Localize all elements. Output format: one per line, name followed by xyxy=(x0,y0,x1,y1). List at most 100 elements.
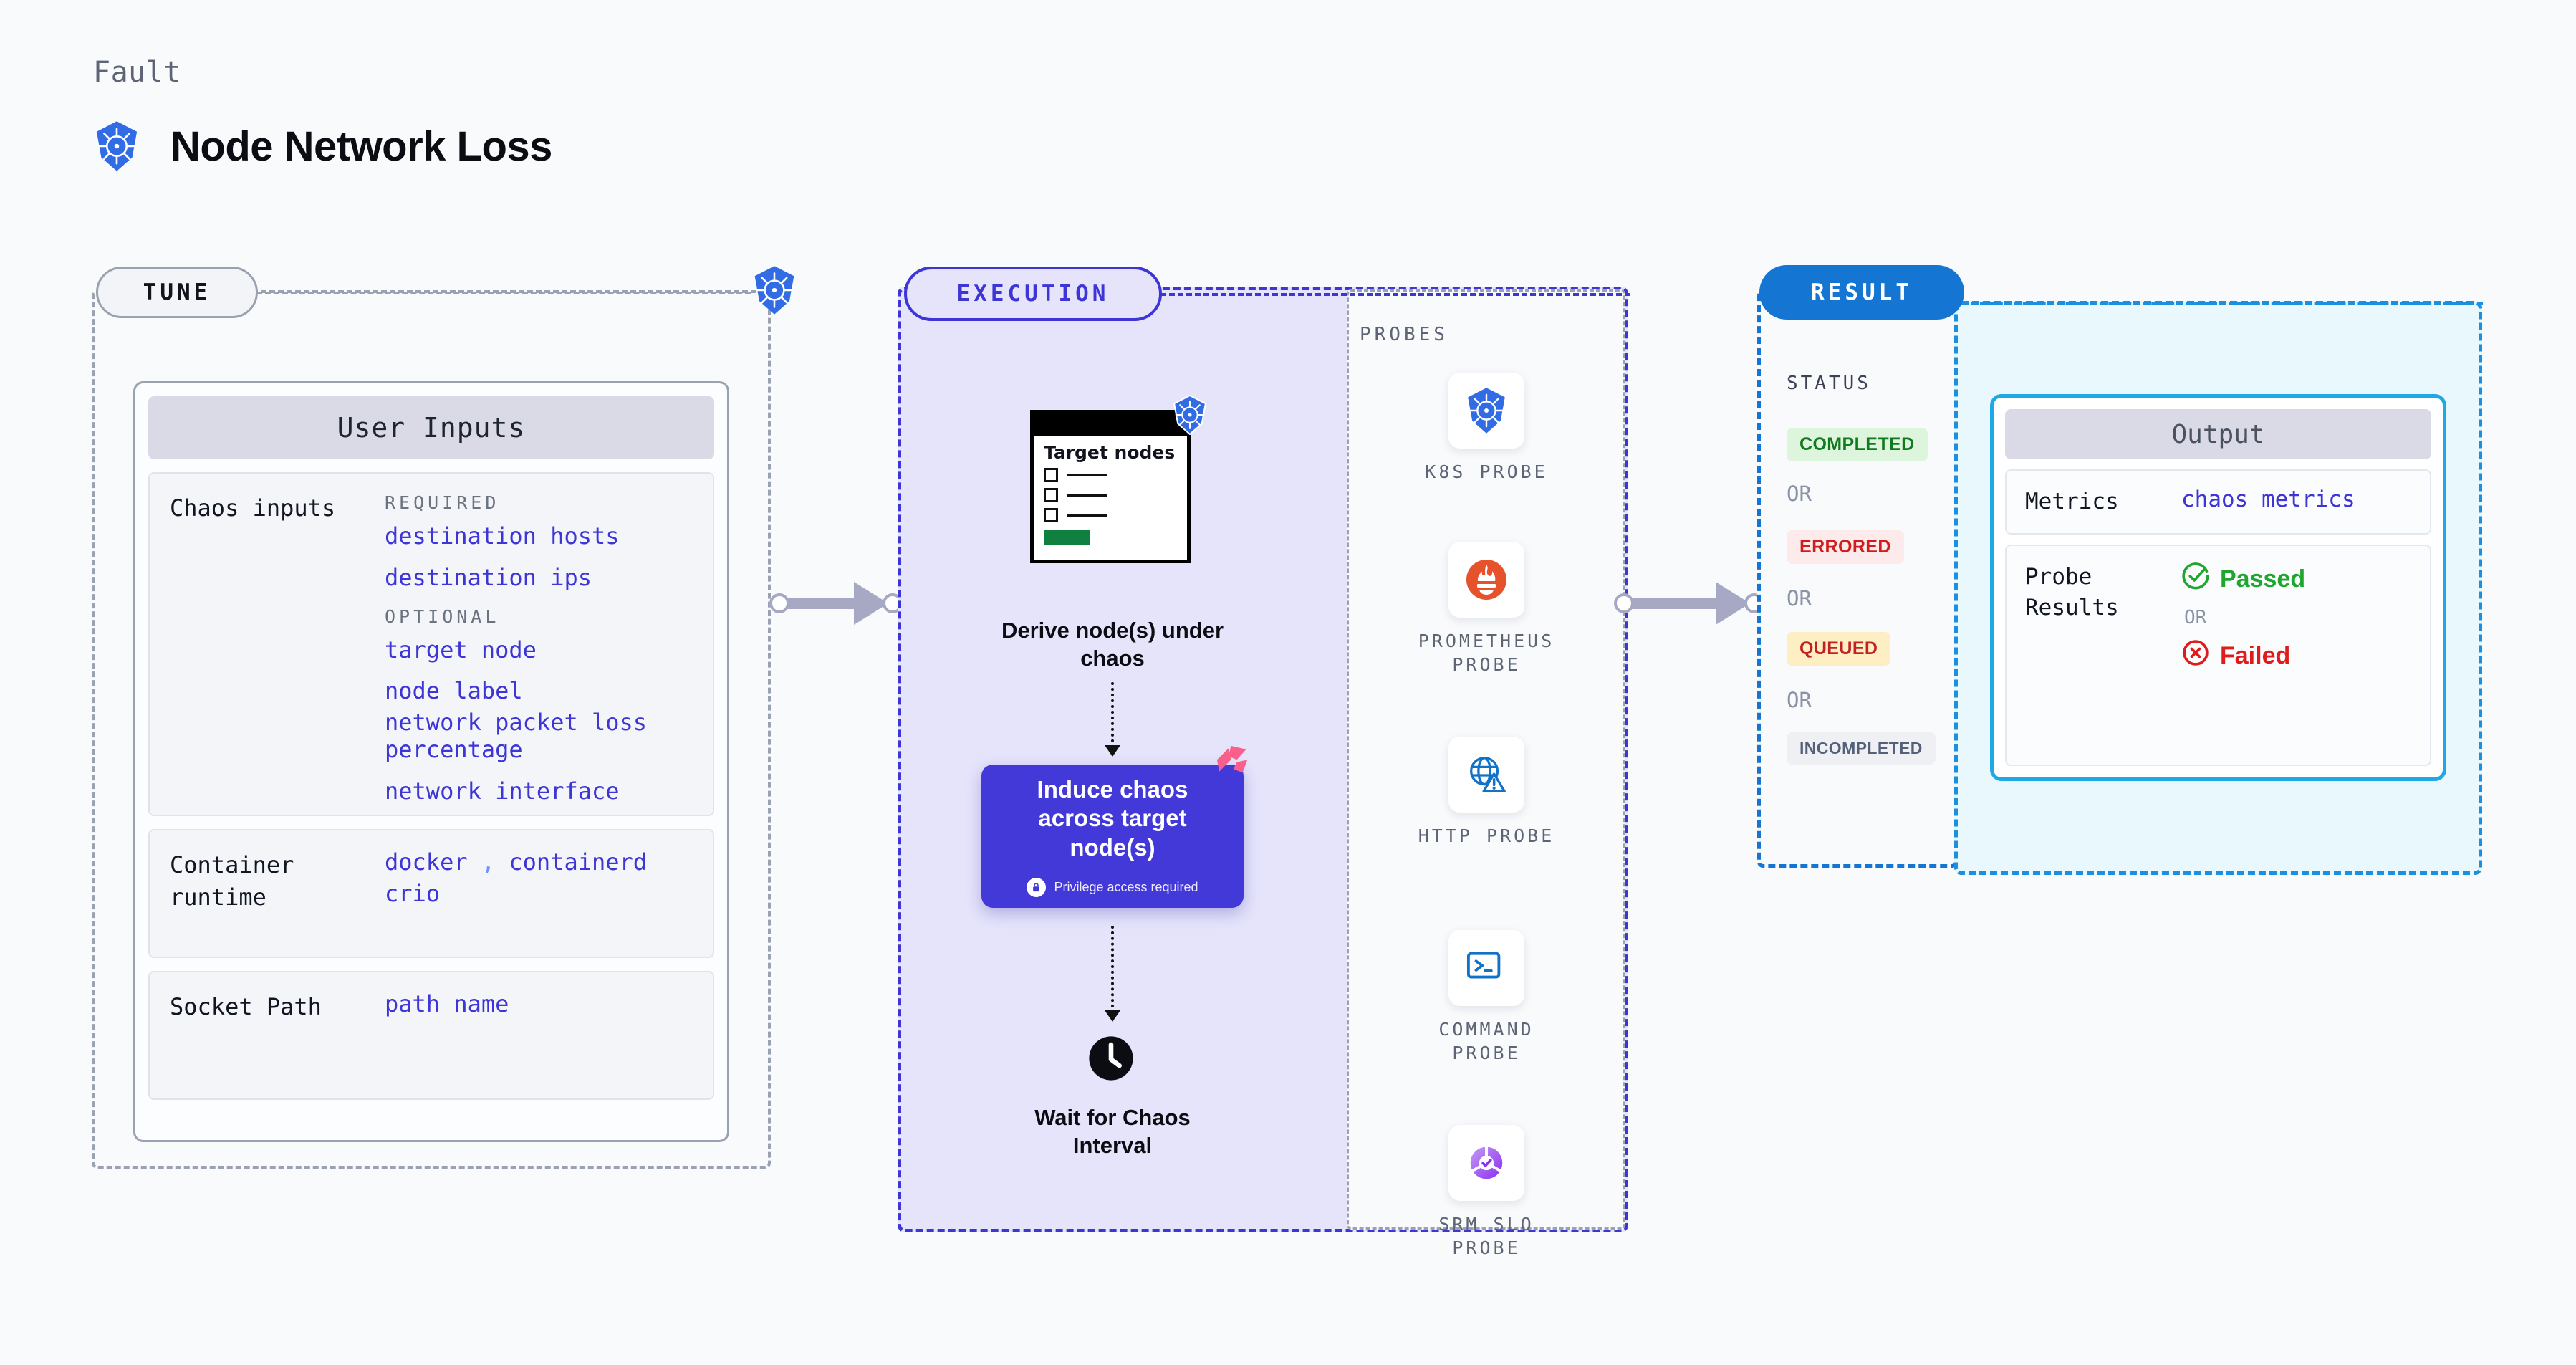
execution-leader-line xyxy=(1160,293,1630,296)
litmus-icon xyxy=(1213,742,1251,780)
probe-results-label: Probe Results xyxy=(2025,563,2119,621)
input-target-node[interactable]: target node xyxy=(385,636,537,664)
page-title: Node Network Loss xyxy=(93,120,552,172)
metrics-value[interactable]: chaos metrics xyxy=(2181,487,2355,512)
x-circle-icon xyxy=(2181,638,2210,674)
induce-chaos-label: Induce chaos across target node(s) xyxy=(1037,775,1188,861)
result-leader-line xyxy=(1963,302,2483,305)
container-runtime-label: Container runtime xyxy=(170,851,294,911)
green-bar xyxy=(1044,530,1090,546)
output-title: Output xyxy=(2005,409,2431,459)
terminal-icon xyxy=(1448,930,1524,1006)
tune-leader-line xyxy=(256,292,751,294)
passed-label: Passed xyxy=(2220,565,2306,593)
placeholder-line xyxy=(1067,474,1107,477)
kubernetes-icon xyxy=(749,265,799,315)
socket-path-label: Socket Path xyxy=(170,993,322,1020)
target-nodes-card: Target nodes xyxy=(1030,410,1191,563)
probe-prometheus[interactable]: PROMETHEUS PROBE xyxy=(1415,542,1558,676)
probe-command[interactable]: COMMAND PROBE xyxy=(1415,930,1558,1065)
card-titlebar xyxy=(1034,413,1187,436)
probe-command-label: COMMAND PROBE xyxy=(1438,1019,1534,1063)
page-title-text: Node Network Loss xyxy=(170,123,552,170)
runtime-separator: , xyxy=(481,848,496,876)
probes-title: PROBES xyxy=(1360,324,1448,345)
probe-result-failed: Failed xyxy=(2181,638,2423,674)
checkbox-icon xyxy=(1044,468,1058,483)
chaos-inputs-row: Chaos inputs REQUIRED destination hosts … xyxy=(148,472,714,816)
user-inputs-title: User Inputs xyxy=(148,396,714,459)
input-network-packet-loss-percentage[interactable]: network packet loss percentage xyxy=(385,709,648,763)
required-group-heading: REQUIRED xyxy=(385,492,500,513)
probe-srm-slo-label: SRM SLO PROBE xyxy=(1438,1214,1534,1258)
user-inputs-card: User Inputs Chaos inputs REQUIRED destin… xyxy=(133,381,729,1142)
or-text: OR xyxy=(2184,606,2207,628)
metrics-row: Metrics chaos metrics xyxy=(2005,469,2431,535)
prometheus-icon xyxy=(1448,542,1524,618)
chaos-inputs-label: Chaos inputs xyxy=(170,494,336,522)
flow-arrow-head xyxy=(1105,745,1120,757)
checklist-item xyxy=(1044,468,1187,483)
or-text: OR xyxy=(1787,586,1812,610)
input-destination-ips[interactable]: destination ips xyxy=(385,563,592,591)
probe-result-passed: Passed xyxy=(2181,562,2423,597)
flow-arrow-line xyxy=(1111,926,1114,1013)
runtime-containerd[interactable]: containerd xyxy=(509,848,648,876)
failed-label: Failed xyxy=(2220,641,2291,669)
fault-eyebrow: Fault xyxy=(93,56,181,89)
input-destination-hosts[interactable]: destination hosts xyxy=(385,522,620,550)
socket-path-row: Socket Path path name xyxy=(148,971,714,1100)
execution-chip: EXECUTION xyxy=(904,267,1162,321)
check-circle-icon xyxy=(2181,562,2210,597)
privilege-note: Privilege access required xyxy=(1027,878,1198,898)
input-network-interface[interactable]: network interface xyxy=(385,777,620,805)
checklist-item xyxy=(1044,488,1187,503)
globe-warning-icon xyxy=(1448,737,1524,813)
runtime-crio[interactable]: crio xyxy=(385,879,441,907)
kubernetes-icon xyxy=(93,120,140,172)
status-badge-incompleted: INCOMPLETED xyxy=(1787,732,1936,765)
flow-arrow-head xyxy=(1105,1010,1120,1022)
placeholder-line xyxy=(1067,494,1107,497)
input-node-label[interactable]: node label xyxy=(385,677,523,705)
runtime-docker[interactable]: docker xyxy=(385,848,468,876)
probe-k8s[interactable]: K8S PROBE xyxy=(1415,373,1558,484)
flow-arrow-line xyxy=(1111,682,1114,748)
derive-nodes-label: Derive node(s) under chaos xyxy=(1001,618,1224,671)
wait-interval-label: Wait for Chaos Interval xyxy=(1034,1105,1191,1159)
or-text: OR xyxy=(1787,688,1812,712)
status-badge-queued: QUEUED xyxy=(1787,632,1891,666)
kubernetes-icon xyxy=(1448,373,1524,449)
result-status-section xyxy=(1757,290,1958,868)
connector-execution-to-result xyxy=(1614,582,1766,625)
checkbox-icon xyxy=(1044,488,1058,503)
placeholder-line xyxy=(1067,514,1107,517)
optional-group-heading: OPTIONAL xyxy=(385,605,500,627)
probe-srm-slo[interactable]: SRM SLO PROBE xyxy=(1415,1125,1558,1260)
probe-http-label: HTTP PROBE xyxy=(1418,825,1555,846)
privilege-note-text: Privilege access required xyxy=(1054,880,1198,895)
clock-icon xyxy=(1086,1033,1136,1083)
kubernetes-icon xyxy=(1170,395,1210,435)
metrics-label: Metrics xyxy=(2025,489,2119,514)
or-text: OR xyxy=(1787,482,1812,506)
result-chip: RESULT xyxy=(1759,265,1964,320)
probe-prometheus-label: PROMETHEUS PROBE xyxy=(1418,631,1555,675)
tune-chip: TUNE xyxy=(96,267,258,318)
checklist-item xyxy=(1044,508,1187,523)
srm-slo-icon xyxy=(1448,1125,1524,1201)
connector-tune-to-execution xyxy=(769,582,903,625)
output-card: Output Metrics chaos metrics Probe Resul… xyxy=(1990,394,2446,781)
probe-http[interactable]: HTTP PROBE xyxy=(1415,737,1558,848)
probe-results-row: Probe Results Passed OR xyxy=(2005,544,2431,766)
lock-icon xyxy=(1027,878,1047,898)
status-title: STATUS xyxy=(1787,373,1871,394)
container-runtime-row: Container runtime docker , containerd cr… xyxy=(148,829,714,958)
target-nodes-card-title: Target nodes xyxy=(1044,442,1176,463)
checkbox-icon xyxy=(1044,508,1058,523)
probe-k8s-label: K8S PROBE xyxy=(1425,461,1548,482)
status-badge-errored: ERRORED xyxy=(1787,530,1904,564)
socket-path-value[interactable]: path name xyxy=(385,990,509,1017)
container-runtime-values-line1[interactable]: docker , containerd xyxy=(385,848,706,876)
